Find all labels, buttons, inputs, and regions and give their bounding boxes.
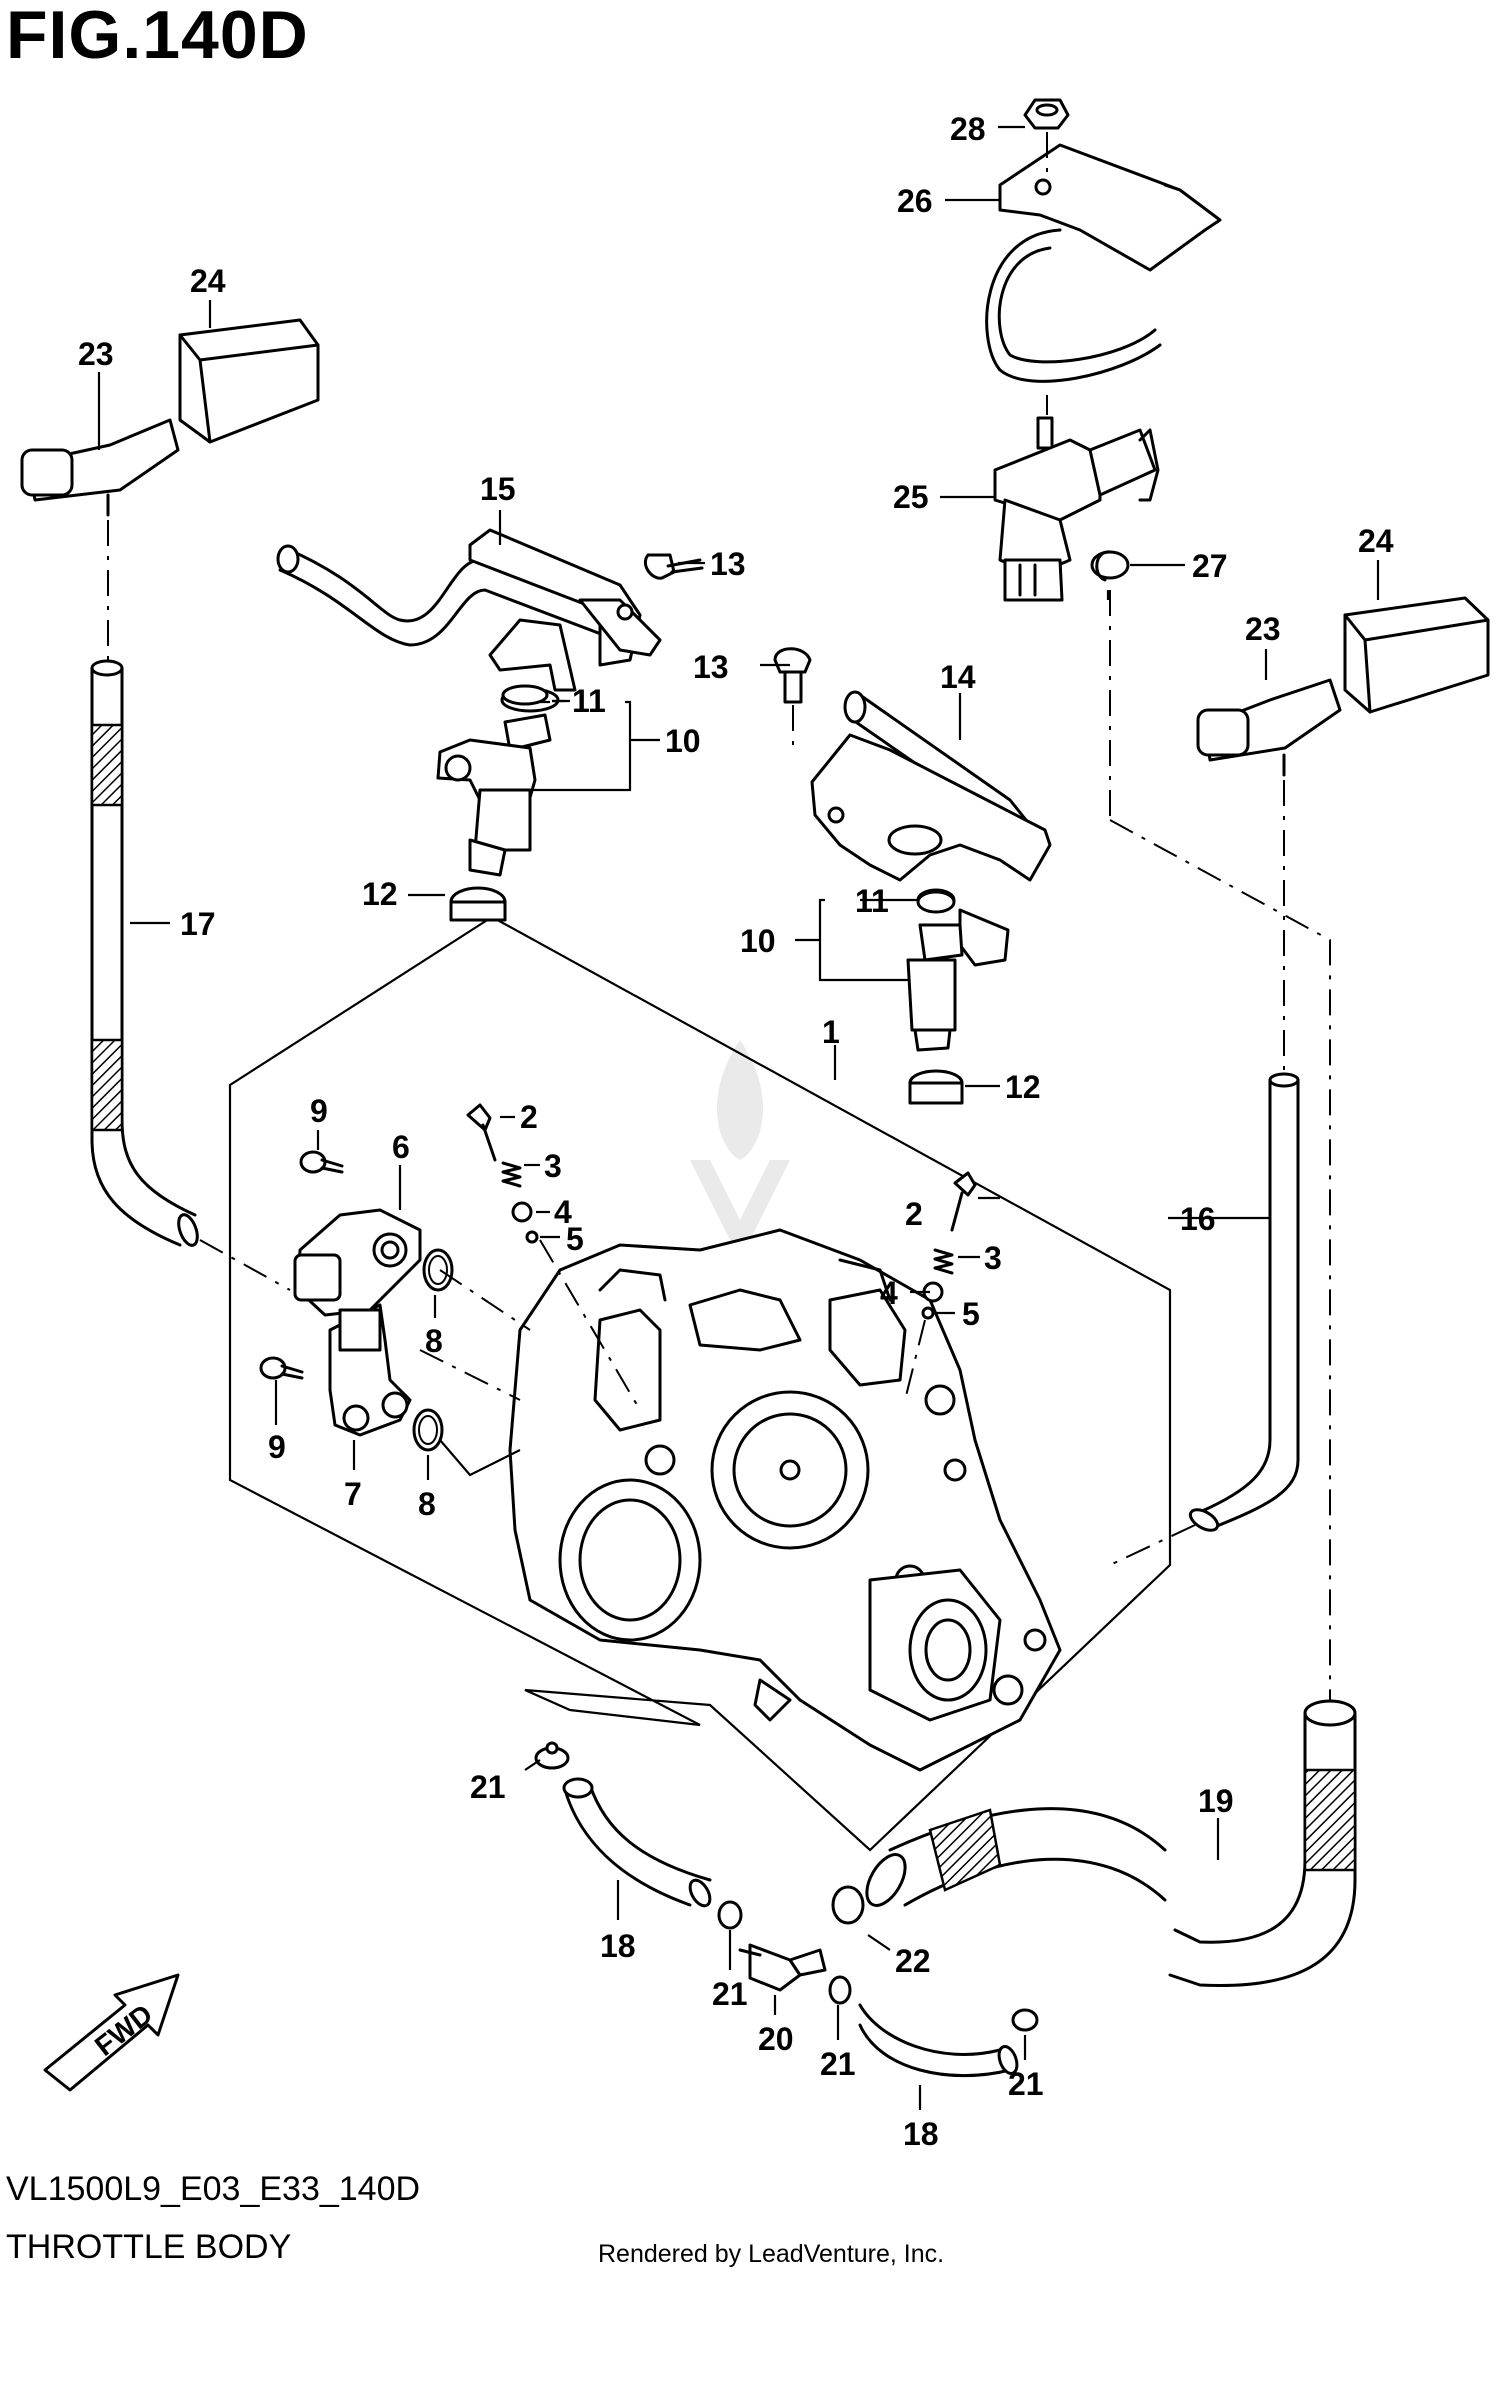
callout-8: 8: [418, 1486, 436, 1522]
callout-10: 10: [665, 723, 701, 759]
adjust-screw-2-right: [950, 1171, 977, 1232]
map-sensor-left: [20, 318, 320, 665]
fuel-injector-left: [436, 687, 560, 922]
callout-16: 16: [1180, 1201, 1216, 1237]
callout-28: 28: [950, 111, 986, 147]
clamp-21-d: [1011, 2008, 1039, 2032]
fuel-delivery-pipe-15: [276, 528, 662, 692]
callout-23: 23: [1245, 611, 1281, 647]
assembly-line-7: [419, 1349, 521, 1401]
callout-5: 5: [962, 1296, 980, 1332]
callout-5: 5: [566, 1221, 584, 1257]
callout-2: 2: [520, 1099, 538, 1135]
callout-18: 18: [600, 1928, 636, 1964]
clamp-21-b: [717, 1900, 743, 1930]
callout-21: 21: [712, 1976, 748, 2012]
callout-3: 3: [984, 1240, 1002, 1276]
clamp-21-c: [828, 1975, 852, 2005]
assembly-name: THROTTLE BODY: [6, 2228, 292, 2266]
o-ring-11-right: [916, 890, 956, 914]
callout-2: 2: [905, 1196, 923, 1232]
callout-17: 17: [180, 906, 216, 942]
screw-9-lower: [259, 1356, 304, 1380]
callout-10: 10: [740, 923, 776, 959]
bracket-tube: [985, 228, 1162, 415]
throttle-body-1: [508, 1228, 1062, 1772]
callout-23: 23: [78, 336, 114, 372]
solenoid-valve-25: [993, 416, 1160, 602]
clamp-27: [1090, 550, 1130, 582]
callout-11: 11: [855, 883, 889, 919]
callout-18: 18: [903, 2116, 939, 2152]
screw-13-lower: [773, 647, 812, 750]
map-sensor-right: [1196, 596, 1490, 1075]
callout-21: 21: [470, 1769, 506, 1805]
figure-title: FIG.140D: [6, 0, 309, 73]
washer-4-left: [511, 1201, 533, 1223]
hose-18-right: [858, 2003, 1019, 2078]
hose-route-line-2: [1109, 819, 1331, 1710]
sensor-7: [328, 1303, 412, 1437]
model-code: VL1500L9_E03_E33_140D: [6, 2170, 421, 2208]
callout-3: 3: [544, 1148, 562, 1184]
assembly-line-6: [439, 1269, 531, 1331]
callout-9: 9: [310, 1093, 328, 1129]
assembly-line-2b: [904, 1319, 926, 1401]
fuel-injector-right: [906, 888, 1010, 1105]
bracket-26: [998, 143, 1222, 272]
callout-11: 11: [572, 683, 606, 719]
callout-4: 4: [554, 1194, 572, 1230]
fwd-arrow: [43, 1973, 180, 2092]
spring-3-right: [933, 1248, 954, 1275]
callout-7: 7: [344, 1476, 362, 1512]
adjust-screw-2-left: [466, 1103, 497, 1162]
clamp-21-top: [534, 1741, 570, 1770]
leader-7: [439, 1439, 521, 1477]
spring-3-left: [501, 1161, 522, 1188]
callout-13: 13: [693, 649, 729, 685]
o-ring-5-right: [921, 1306, 935, 1320]
callout-19: 19: [1198, 1783, 1234, 1819]
callout-4: 4: [880, 1275, 898, 1311]
nut-28: [1023, 98, 1070, 175]
callout-24: 24: [190, 263, 226, 299]
callout-12: 12: [362, 876, 398, 912]
render-credit: Rendered by LeadVenture, Inc.: [598, 2240, 945, 2268]
o-ring-8-lower: [412, 1408, 444, 1452]
fuel-delivery-pipe-14: [810, 690, 1052, 882]
callout-12: 12: [1005, 1069, 1041, 1105]
callout-22: 22: [895, 1943, 931, 1979]
callout-9: 9: [268, 1429, 286, 1465]
callout-8: 8: [425, 1323, 443, 1359]
o-ring-8-upper: [422, 1248, 454, 1292]
screw-9-upper: [299, 1150, 344, 1174]
callout-21: 21: [1008, 2066, 1044, 2102]
callout-26: 26: [897, 183, 933, 219]
callout-27: 27: [1192, 548, 1228, 584]
callout-25: 25: [893, 479, 929, 515]
callout-13: 13: [710, 546, 746, 582]
vacuum-hose-16: [1109, 1072, 1300, 1566]
callout-20: 20: [758, 2021, 794, 2057]
callout-14: 14: [940, 659, 976, 695]
clamp-22: [831, 1885, 865, 1925]
vacuum-hose-19: [865, 1699, 1357, 1988]
leader-lines: [97, 125, 1380, 2110]
o-ring-5-left: [525, 1230, 539, 1244]
o-ring-11-left: [501, 684, 549, 706]
callout-21: 21: [820, 2046, 856, 2082]
assembly-line-2: [539, 1239, 641, 1411]
callout-6: 6: [392, 1129, 410, 1165]
screw-13-upper: [643, 553, 704, 580]
tee-fitting-20: [738, 1943, 827, 1992]
watermark-logo: [690, 1040, 790, 1260]
hose-18-left: [562, 1777, 712, 1908]
throttle-position-sensor-6: [293, 1208, 422, 1317]
callout-1: 1: [822, 1014, 840, 1050]
callout-24: 24: [1358, 523, 1394, 559]
assembly-frame: [228, 915, 1172, 1852]
callout-15: 15: [480, 471, 516, 507]
vacuum-hose-17: [90, 659, 291, 1291]
